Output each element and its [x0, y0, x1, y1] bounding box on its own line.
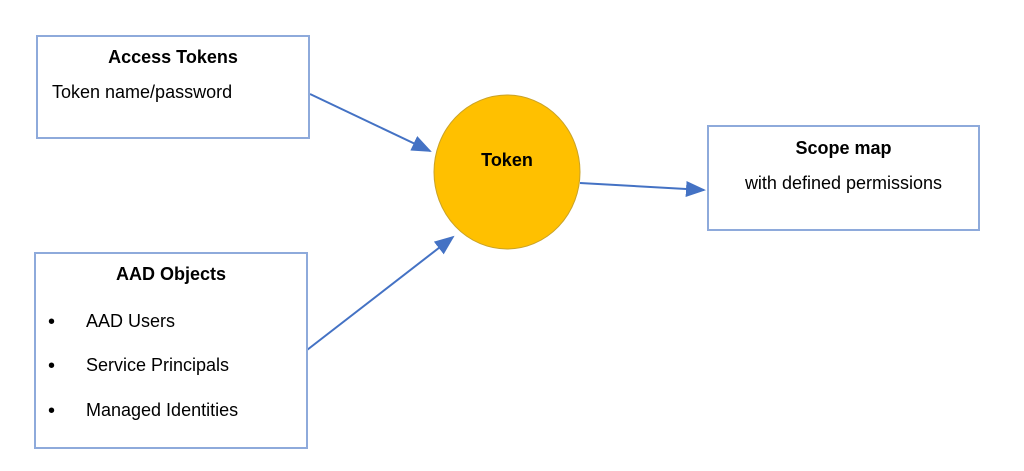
scope-map-text: with defined permissions [744, 173, 943, 193]
aad-item: AAD Users [48, 311, 175, 334]
arrow-access-to-token [309, 93, 432, 152]
access-tokens-box: Access Tokens Token name/password [36, 35, 310, 139]
access-tokens-text: Token name/password [52, 82, 233, 102]
aad-item: Managed Identities [48, 400, 238, 423]
token-circle [433, 94, 581, 250]
token-label: Token [481, 150, 533, 170]
aad-objects-title: AAD Objects [115, 264, 227, 284]
scope-map-box: Scope map with defined permissions [707, 125, 980, 231]
arrow-aad-to-token [306, 235, 455, 351]
aad-item: Service Principals [48, 355, 229, 378]
arrow-token-to-scope [579, 180, 706, 197]
access-tokens-title: Access Tokens [108, 47, 238, 67]
aad-objects-box: AAD Objects AAD Users Service Principals… [34, 252, 308, 449]
scope-map-title: Scope map [795, 138, 892, 158]
